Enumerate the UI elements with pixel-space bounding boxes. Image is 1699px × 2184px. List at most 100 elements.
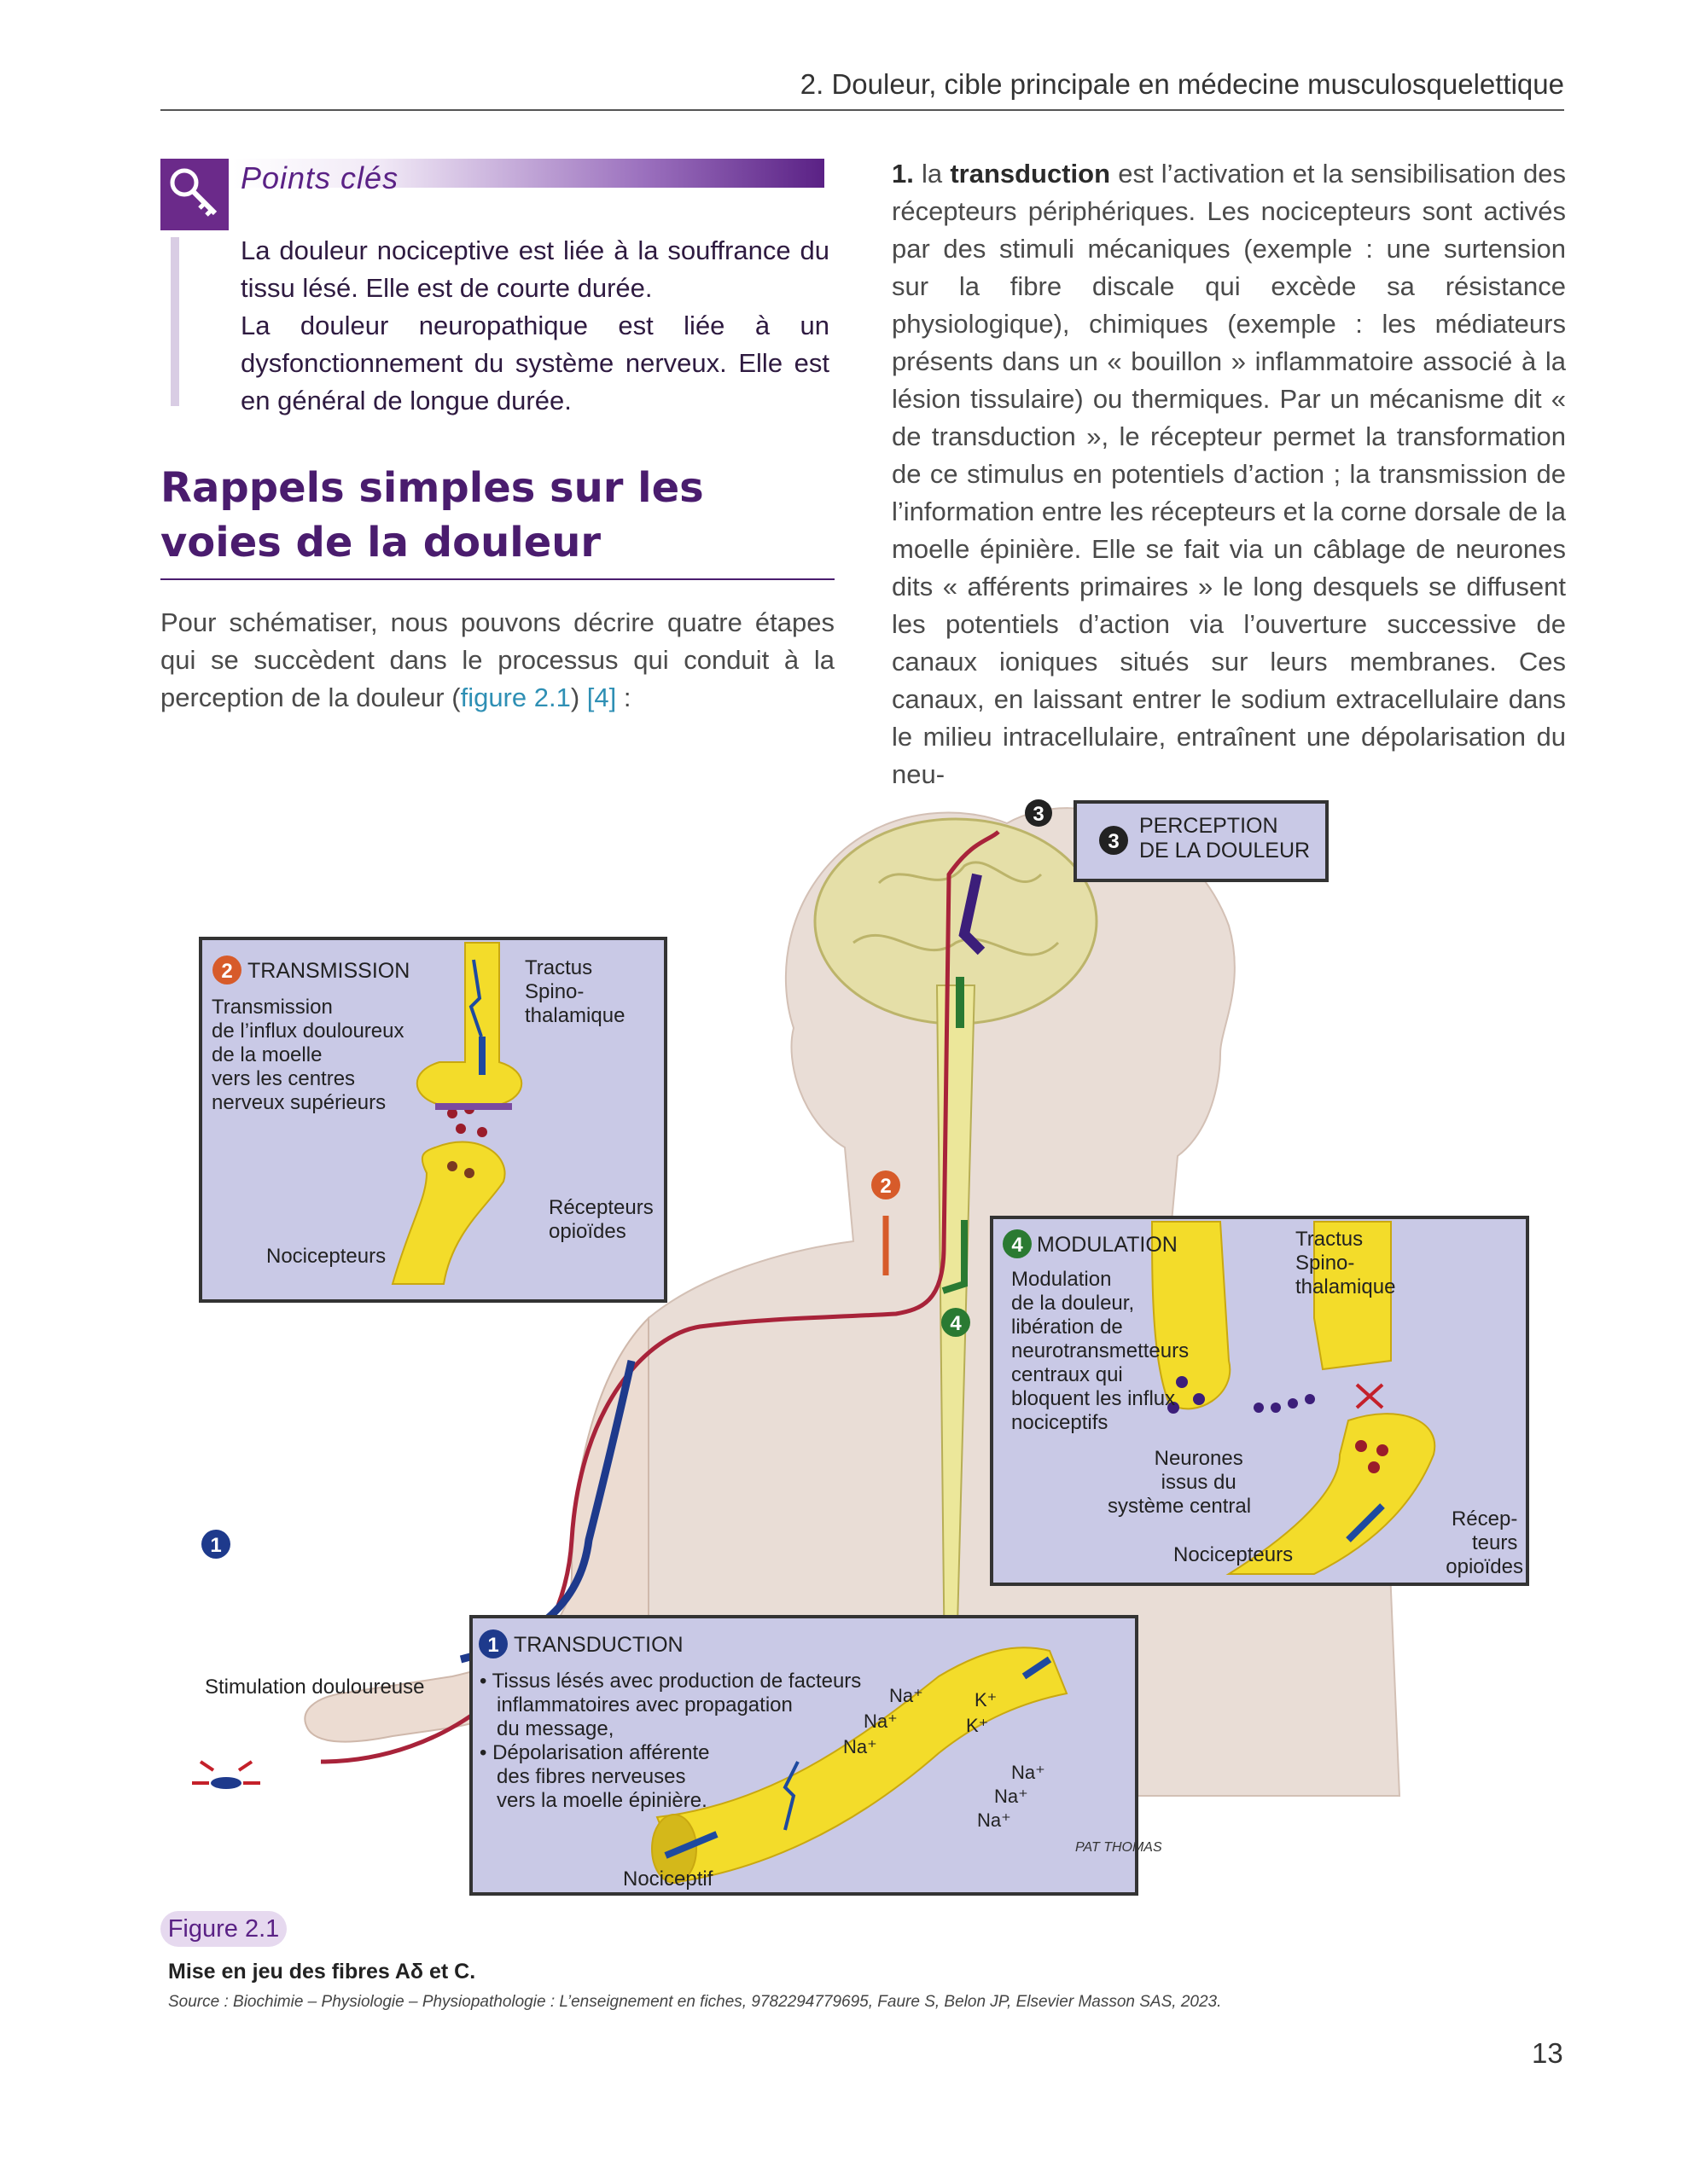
citation-link[interactable]: [4] (586, 682, 617, 712)
transduction-desc: • Tissus lésés avec production de facteu… (480, 1670, 867, 1812)
figure-caption: Mise en jeu des fibres Aδ et C. (168, 1960, 476, 1984)
transmission-desc-line: de l’influx douloureux (212, 1019, 404, 1043)
tract-label-line: Spino- (525, 980, 584, 1003)
perception-box: 3 PERCEPTION DE LA DOULEUR (1074, 800, 1329, 882)
marker-2-label: 2 (880, 1175, 891, 1198)
key-point-nociceptive: La douleur nociceptive est liée à la sou… (241, 235, 829, 303)
receptors-label-line: opioïdes (1446, 1555, 1523, 1578)
item-text: est l’activation et la sensibilisation d… (892, 159, 1566, 789)
page-number: 13 (1532, 2037, 1563, 2069)
pain-pathway-figure: 3 3 PERCEPTION DE LA DOULEUR 2 TRANSMISS… (192, 799, 1529, 1896)
transmission-title: TRANSMISSION (247, 959, 410, 983)
thalamic-arrow (958, 873, 986, 956)
tract-label-line: Tractus (1295, 1228, 1363, 1251)
modulation-tract-label: Tractus Spino- thalamique (1295, 1228, 1395, 1298)
modulation-number: 4 (1011, 1234, 1023, 1257)
tract-label-line: Spino- (1295, 1252, 1354, 1275)
modulation-desc-line: bloquent les influx (1011, 1387, 1175, 1410)
sodium-ion-label: Na⁺ (864, 1711, 898, 1732)
transmission-desc-line: vers les centres (212, 1067, 355, 1090)
modulation-title: MODULATION (1037, 1233, 1178, 1257)
tract-label-line: thalamique (525, 1004, 625, 1027)
modulation-desc-line: nociceptifs (1011, 1411, 1108, 1434)
figure-link[interactable]: figure 2.1 (460, 682, 571, 712)
transmission-desc-line: Transmission (212, 996, 333, 1019)
modulation-desc-line: centraux qui (1011, 1363, 1123, 1386)
transduction-desc-line: des fibres nerveuses (497, 1765, 685, 1788)
transmission-box: 2 TRANSMISSION Transmission de l’influx … (199, 937, 667, 1303)
tract-label-line: Tractus (525, 956, 592, 979)
key-points-sidebar (171, 237, 179, 406)
marker-1-label: 1 (210, 1534, 221, 1557)
item-number: 1. (892, 159, 914, 189)
marker-4-cord: 4 (941, 1308, 970, 1337)
tract-label-line: thalamique (1295, 1275, 1395, 1298)
modulation-desc-line: libération de (1011, 1316, 1123, 1339)
sodium-ion-label: Na⁺ (994, 1786, 1028, 1807)
transduction-title: TRANSDUCTION (514, 1633, 684, 1657)
sodium-ion-label: Na⁺ (977, 1809, 1011, 1831)
perception-line2: DE LA DOULEUR (1139, 839, 1310, 863)
item-term: transduction (950, 159, 1111, 189)
pain-stimulus-icon (192, 1760, 260, 1785)
modulation-neurons-label: Neurones issus du système central (1108, 1447, 1251, 1518)
transduction-number: 1 (487, 1634, 498, 1657)
sodium-ion-label: Na⁺ (1011, 1762, 1045, 1783)
receptors-label-line: teurs (1472, 1531, 1517, 1554)
modulation-nociceptors-label: Nocicepteurs (1173, 1543, 1293, 1566)
modulation-desc: Modulation de la douleur, libération de … (1011, 1268, 1195, 1434)
section-title: Rappels simples sur les voies de la doul… (160, 461, 835, 580)
descending-arrow-lower (941, 1220, 968, 1294)
modulation-box: 4 MODULATION Modulation de la douleur, l… (990, 1216, 1529, 1586)
receptors-label-line: Récep- (1452, 1507, 1517, 1531)
receptors-label-line: opioïdes (549, 1220, 626, 1243)
key-point-neuropathic: La douleur neuropathique est liée à un d… (241, 311, 829, 415)
intro-text-start: Pour schématiser, nous pouvons décrire q… (160, 607, 835, 712)
running-head: 2. Douleur, cible principale en médecine… (160, 68, 1564, 111)
sodium-ion-label: Na⁺ (889, 1685, 923, 1706)
marker-4-label: 4 (950, 1312, 962, 1335)
modulation-desc-line: de la douleur, (1011, 1292, 1134, 1315)
marker-2-cord: 2 (871, 1170, 900, 1199)
transmission-receptors-label: Récepteurs opioïdes (549, 1196, 659, 1243)
transduction-desc-line: du message, (497, 1717, 614, 1740)
perception-number: 3 (1108, 830, 1119, 853)
key-points-box: Points clés La douleur nociceptive est l… (160, 159, 835, 415)
transduction-desc-line: inflammatoires avec propagation (497, 1693, 793, 1716)
figure-label: Figure 2.1 (160, 1911, 287, 1947)
transmission-desc-line: nerveux supérieurs (212, 1091, 386, 1114)
transduction-desc-line: vers la moelle épinière. (497, 1789, 707, 1812)
item-intro: la (922, 159, 943, 189)
receptors-label-line: Récepteurs (549, 1196, 654, 1219)
artist-signature: PAT THOMAS (1075, 1840, 1162, 1855)
transmission-desc-line: de la moelle (212, 1043, 322, 1066)
key-icon (160, 159, 229, 230)
sodium-ion-label: Na⁺ (843, 1736, 877, 1757)
modulation-desc-line: neurotransmetteurs (1011, 1339, 1189, 1362)
transmission-tract-label: Tractus Spino- thalamique (525, 956, 625, 1027)
modulation-desc-line: Modulation (1011, 1268, 1111, 1291)
marker-1-finger: 1 (201, 1530, 230, 1559)
neurons-label-line: issus du (1161, 1471, 1236, 1494)
potassium-ion-label: K⁺ (966, 1715, 988, 1736)
intro-text-middle: ) (570, 682, 587, 712)
perception-line1: PERCEPTION (1139, 814, 1278, 838)
transduction-paragraph: 1. la transduction est l’activation et l… (892, 155, 1566, 793)
intro-paragraph: Pour schématiser, nous pouvons décrire q… (160, 604, 835, 717)
transduction-desc-line: • Tissus lésés avec production de facteu… (480, 1670, 861, 1693)
transmission-nociceptors-label: Nocicepteurs (266, 1245, 386, 1268)
neurons-label-line: Neurones (1155, 1447, 1243, 1470)
marker-3-brain-label: 3 (1033, 803, 1044, 826)
key-points-header-bar (232, 159, 824, 188)
intro-text-end: : (616, 682, 631, 712)
potassium-ion-label: K⁺ (975, 1689, 997, 1711)
key-points-text: La douleur nociceptive est liée à la sou… (241, 232, 829, 420)
transduction-box: 1 TRANSDUCTION • Tissus lésés avec produ… (469, 1615, 1162, 1896)
key-points-title: Points clés (241, 160, 399, 195)
neurons-label-line: système central (1108, 1495, 1251, 1518)
transmission-number: 2 (221, 960, 232, 983)
transduction-desc-line: • Dépolarisation afférente (480, 1741, 709, 1764)
stimulation-label: Stimulation douloureuse (205, 1676, 425, 1699)
nociceptive-label: Nociceptif (623, 1867, 713, 1891)
transmission-desc: Transmission de l’influx douloureux de l… (212, 996, 410, 1114)
